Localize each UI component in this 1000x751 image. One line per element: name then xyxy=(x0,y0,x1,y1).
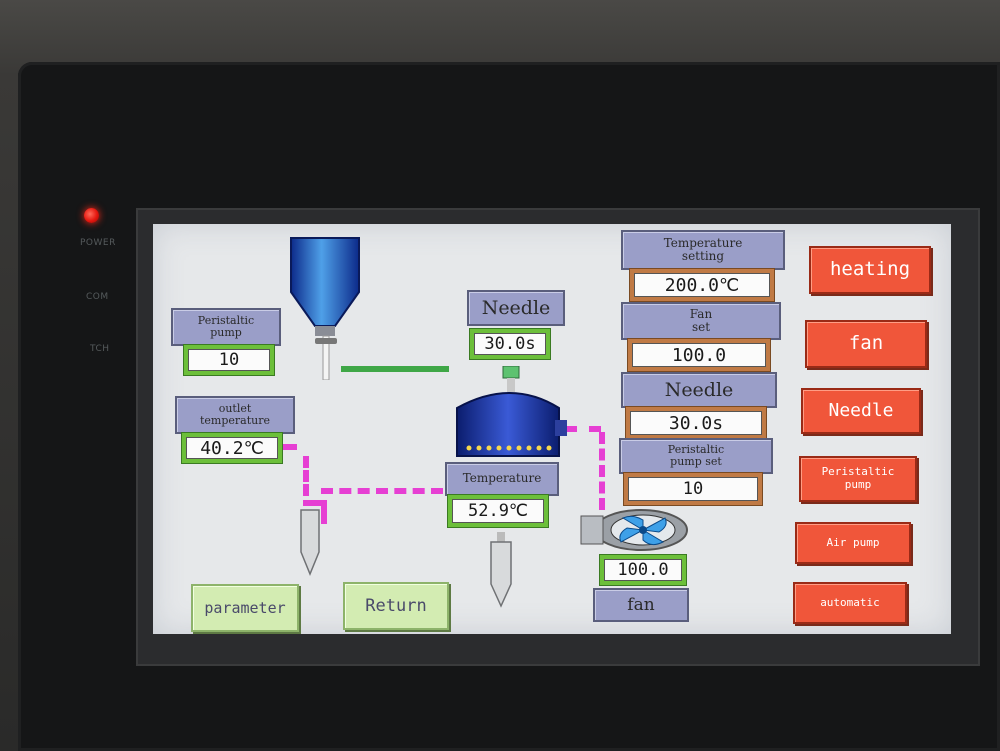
pipe-segment xyxy=(321,488,443,500)
air-pump-button-label: Air pump xyxy=(826,535,880,549)
feed-pipe xyxy=(341,366,449,372)
fan-value-box[interactable]: 100.0 xyxy=(599,554,687,586)
outlet-temperature-title: outlet temperature xyxy=(175,396,295,434)
fan-set-title-text: Fan set xyxy=(689,306,713,334)
automatic-button[interactable]: automatic xyxy=(793,582,907,624)
needle-set-input[interactable]: 30.0s xyxy=(625,406,767,440)
automatic-button-label: automatic xyxy=(820,595,880,609)
peristaltic-pump-set-value: 10 xyxy=(682,479,704,499)
fan-set-input[interactable]: 100.0 xyxy=(627,338,771,372)
peristaltic-pump-button[interactable]: Peristaltic pump xyxy=(799,456,917,502)
temperature-setting-title: Temperature setting xyxy=(621,230,785,270)
temperature-title: Temperature xyxy=(445,462,559,496)
needle-set-value: 30.0s xyxy=(668,412,724,434)
outlet-temperature-value-box[interactable]: 40.2℃ xyxy=(181,432,283,464)
parameter-button[interactable]: parameter xyxy=(191,584,299,632)
temperature-setting-title-text: Temperature setting xyxy=(663,235,743,263)
outlet-temperature-title-text: outlet temperature xyxy=(199,401,270,427)
pipe-segment xyxy=(303,456,315,496)
bezel-label-com: COM xyxy=(86,292,109,302)
temperature-value: 52.9℃ xyxy=(467,501,529,521)
peristaltic-pump-title: Peristaltic pump xyxy=(171,308,281,346)
temperature-setting-input[interactable]: 200.0℃ xyxy=(629,268,775,302)
needle-set-title: Needle xyxy=(621,372,777,408)
temperature-setting-value: 200.0℃ xyxy=(664,274,740,296)
peristaltic-pump-value-box[interactable]: 10 xyxy=(183,344,275,376)
heating-button[interactable]: heating xyxy=(809,246,931,294)
hopper-icon xyxy=(290,237,360,380)
peristaltic-pump-set-input[interactable]: 10 xyxy=(623,472,763,506)
peristaltic-pump-title-text: Peristaltic pump xyxy=(197,313,255,339)
peristaltic-pump-set-title-text: Peristaltic pump set xyxy=(667,442,725,468)
fan-blower-icon xyxy=(580,509,688,551)
needle-value: 30.0s xyxy=(484,334,536,354)
bezel-label-tch: TCH xyxy=(90,344,110,354)
return-button[interactable]: Return xyxy=(343,582,449,630)
temperature-title-text: Temperature xyxy=(462,471,542,486)
pipe-segment xyxy=(565,426,601,438)
air-pump-button[interactable]: Air pump xyxy=(795,522,911,564)
parameter-button-label: parameter xyxy=(204,599,286,617)
heating-button-label: heating xyxy=(829,258,911,281)
pipe-segment xyxy=(599,432,611,510)
hmi-screen: Peristaltic pump 10 outlet temperature 4… xyxy=(153,224,951,634)
fan-button[interactable]: fan xyxy=(805,320,927,368)
collector-icon xyxy=(300,509,320,576)
fan-button-label: fan xyxy=(848,332,884,355)
needle-button-label: Needle xyxy=(828,399,894,421)
power-led xyxy=(84,208,99,223)
fan-title-text: fan xyxy=(627,594,655,615)
collector-icon xyxy=(490,532,512,608)
peristaltic-pump-set-title: Peristaltic pump set xyxy=(619,438,773,474)
bezel-label-power: POWER xyxy=(80,238,116,248)
pipe-segment xyxy=(303,500,323,512)
peristaltic-pump-button-label: Peristaltic pump xyxy=(821,465,895,491)
pipe-segment xyxy=(279,444,297,456)
temperature-value-box[interactable]: 52.9℃ xyxy=(447,494,549,528)
fan-set-title: Fan set xyxy=(621,302,781,340)
fan-title: fan xyxy=(593,588,689,622)
pipe-segment xyxy=(321,500,333,524)
needle-value-box[interactable]: 30.0s xyxy=(469,328,551,360)
fan-set-value: 100.0 xyxy=(671,344,727,366)
chamber-icon xyxy=(456,366,567,457)
needle-button[interactable]: Needle xyxy=(801,388,921,434)
outlet-temperature-value: 40.2℃ xyxy=(200,437,264,459)
fan-value: 100.0 xyxy=(617,560,669,580)
needle-title: Needle xyxy=(467,290,565,326)
return-button-label: Return xyxy=(365,596,427,616)
needle-title-text: Needle xyxy=(481,296,551,319)
peristaltic-pump-value: 10 xyxy=(218,350,240,370)
needle-set-title-text: Needle xyxy=(664,378,734,401)
